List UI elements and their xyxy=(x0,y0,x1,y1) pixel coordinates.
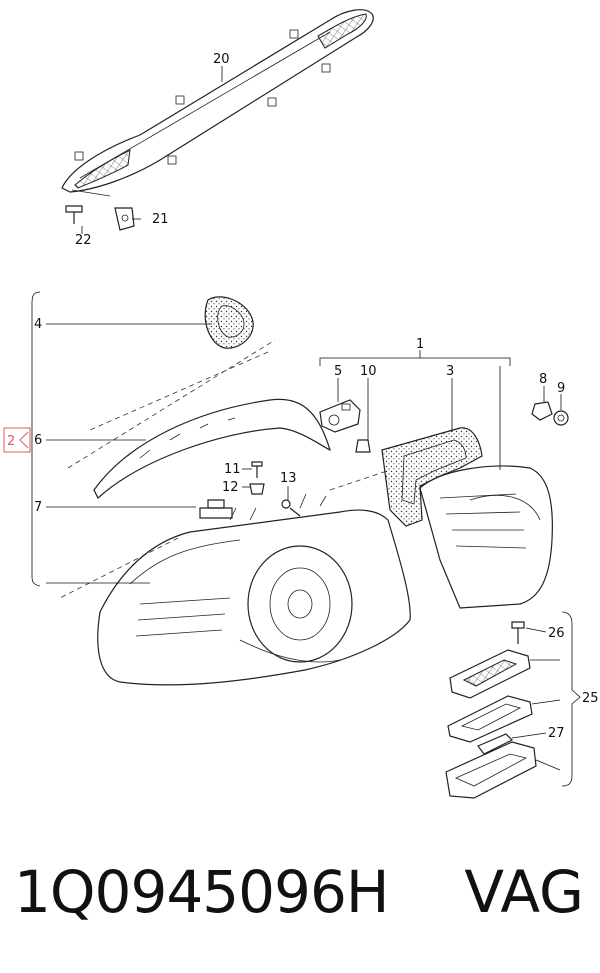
callout-4: 4 xyxy=(34,317,42,332)
screw-part-26 xyxy=(511,621,525,644)
callout-20: 20 xyxy=(213,52,230,67)
callout-8: 8 xyxy=(539,372,547,387)
callout-25: 25 xyxy=(582,691,599,706)
nut-part-8 xyxy=(531,401,553,421)
callout-21: 21 xyxy=(152,212,169,227)
callout-13: 13 xyxy=(280,471,297,486)
inner-lamp-part xyxy=(419,465,553,609)
nut-part-12 xyxy=(249,483,265,495)
highlighted-callout-2[interactable]: 2 xyxy=(3,427,31,453)
bolt-part-13 xyxy=(281,499,301,517)
callout-26: 26 xyxy=(548,626,565,641)
tail-lamp-housing xyxy=(97,493,411,686)
reflector-strip-part xyxy=(61,9,374,197)
assembly-bracket-right xyxy=(561,611,581,787)
callout-7: 7 xyxy=(34,500,42,515)
callout-3: 3 xyxy=(446,364,454,379)
gasket-part-4 xyxy=(204,296,254,349)
license-lamp-lens xyxy=(449,649,531,699)
trim-strip-part-6 xyxy=(93,398,331,499)
callout-10: 10 xyxy=(360,364,377,379)
callout-9: 9 xyxy=(557,381,565,396)
callout-11: 11 xyxy=(224,462,241,477)
callout-5: 5 xyxy=(334,364,342,379)
screw-part-11 xyxy=(251,461,263,478)
callout-1: 1 xyxy=(416,337,424,352)
screw-part-22 xyxy=(65,205,83,224)
assembly-bracket-top xyxy=(319,357,511,366)
callout-12: 12 xyxy=(222,480,239,495)
clip-part-21 xyxy=(114,207,135,231)
callout-2: 2 xyxy=(7,434,15,449)
part-number-text: 1Q0945096H xyxy=(14,858,389,926)
callout-6: 6 xyxy=(34,433,42,448)
washer-part-9 xyxy=(553,410,569,426)
assembly-bracket-left xyxy=(31,291,41,587)
seal-part-3 xyxy=(381,427,483,527)
license-lamp-seal xyxy=(447,695,533,743)
brand-text: VAG xyxy=(464,858,584,926)
parts-diagram: 20 21 22 1 4 5 10 3 8 9 2 6 11 13 12 7 2… xyxy=(3,9,599,799)
festoon-bulb-part-27 xyxy=(477,733,514,755)
callout-27: 27 xyxy=(548,726,565,741)
bulb-part-10 xyxy=(355,439,371,453)
callout-22: 22 xyxy=(75,233,92,248)
bulb-holder-part-7 xyxy=(199,499,233,519)
license-lamp-housing xyxy=(445,741,537,799)
bulb-socket-part-5 xyxy=(319,399,361,433)
